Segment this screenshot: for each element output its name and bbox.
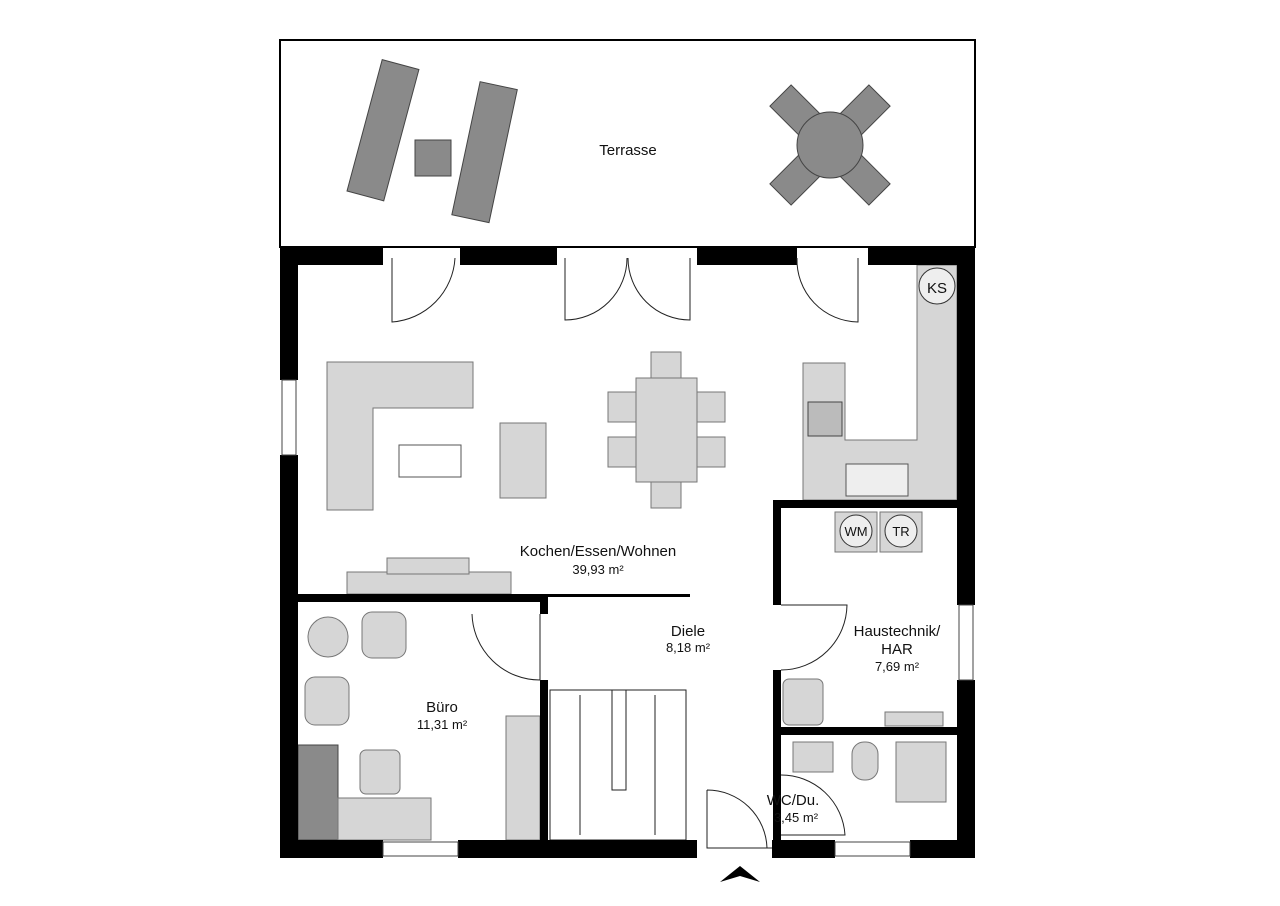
- round-table: [307, 616, 349, 658]
- wardrobe: [505, 715, 541, 841]
- room-label-office: Büro: [426, 699, 458, 716]
- staircase: [549, 689, 687, 841]
- dryer-label: TR: [892, 524, 909, 539]
- lounge-chair: [361, 611, 407, 659]
- bath-door: [780, 774, 846, 836]
- dryer-icon: [884, 514, 918, 548]
- tv: [386, 557, 470, 575]
- sofa: [326, 361, 474, 511]
- terrace-door-right: [796, 257, 859, 323]
- washer-icon: [839, 514, 873, 548]
- cooktop: [807, 401, 843, 437]
- room-area-living: 39,93 m²: [572, 562, 624, 577]
- washbasin: [792, 741, 834, 773]
- fridge-label: KS: [927, 280, 947, 297]
- room-label-utility-1: Haustechnik/: [854, 623, 942, 640]
- washer-label: WM: [844, 524, 867, 539]
- tv-sideboard: [346, 571, 512, 595]
- sink: [845, 463, 909, 497]
- room-area-utility: 7,69 m²: [875, 659, 920, 674]
- dining-chairs: [607, 351, 726, 509]
- shower-tray: [895, 741, 947, 803]
- dining-table: [635, 377, 698, 483]
- toilet: [851, 741, 879, 781]
- desk-chair: [359, 749, 401, 795]
- doors[interactable]: [391, 257, 859, 849]
- windows: [281, 379, 974, 857]
- armchair: [499, 422, 547, 499]
- room-label-terrace: Terrasse: [599, 142, 657, 159]
- office-door: [471, 613, 541, 681]
- terrace-double-door: [564, 257, 691, 321]
- office-chair: [304, 676, 350, 726]
- fridge-icon: [918, 267, 956, 305]
- boiler: [782, 678, 824, 726]
- sun-lounger-right: [451, 81, 518, 224]
- room-label-bath: WC/Du.: [767, 792, 820, 809]
- room-area-hall: 8,18 m²: [666, 640, 711, 655]
- room-area-bath: 3,45 m²: [774, 810, 819, 825]
- filing-cabinet: [297, 744, 339, 841]
- electric-panel: [884, 711, 944, 727]
- coffee-table: [398, 444, 462, 478]
- room-label-utility-2: HAR: [881, 641, 913, 658]
- room-label-living: Kochen/Essen/Wohnen: [520, 543, 677, 560]
- side-table: [414, 139, 452, 177]
- round-table-with-chairs: [769, 84, 891, 206]
- room-area-office: 11,31 m²: [417, 717, 468, 732]
- entrance-arrow-icon: [720, 866, 760, 882]
- desk: [337, 797, 432, 841]
- terrace-door-left: [391, 257, 456, 323]
- entrance-door: [706, 789, 772, 849]
- utility-door: [780, 604, 848, 671]
- room-label-hall: Diele: [671, 623, 705, 640]
- sun-lounger-left: [346, 59, 420, 202]
- walls: [280, 247, 975, 858]
